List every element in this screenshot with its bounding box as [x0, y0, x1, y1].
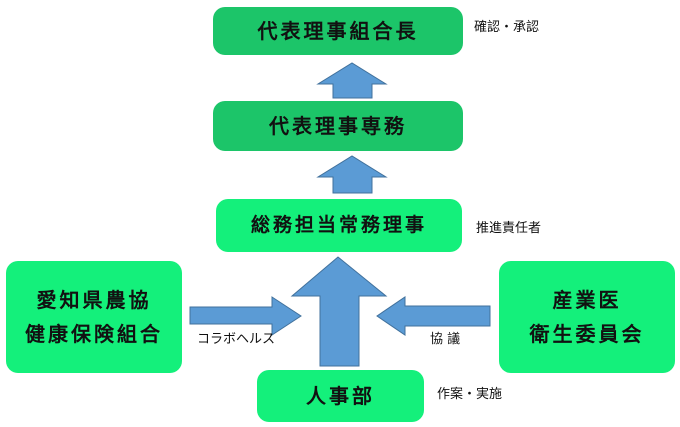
note-left: コラボヘルス	[197, 332, 276, 347]
node-second: 代表理事専務	[213, 101, 463, 151]
node-left: 愛知県農協 健康保険組合	[6, 261, 182, 373]
node-third: 総務担当常務理事	[216, 199, 462, 252]
node-second-label: 代表理事専務	[269, 114, 407, 138]
node-top: 代表理事組合長	[213, 7, 463, 55]
node-third-label: 総務担当常務理事	[250, 214, 427, 236]
node-left-line1: 愛知県農協	[36, 288, 152, 312]
note-third: 推進責任者	[476, 221, 542, 236]
node-right: 産業医 衛生委員会	[499, 261, 675, 373]
node-right-line2: 衛生委員会	[529, 322, 645, 346]
note-top: 確認・承認	[474, 20, 540, 35]
node-top-label: 代表理事組合長	[257, 19, 419, 43]
arrow-up-to-top	[316, 62, 388, 99]
node-right-line1: 産業医	[552, 288, 622, 312]
arrow-up-to-second	[316, 155, 388, 194]
arrow-left-from-right	[376, 296, 491, 336]
note-right: 協 議	[430, 332, 461, 347]
arrow-right-from-left	[189, 296, 302, 336]
arrow-up-to-third	[290, 256, 388, 367]
node-bottom: 人事部	[257, 370, 424, 422]
note-bottom: 作案・実施	[437, 387, 503, 402]
node-bottom-label: 人事部	[306, 384, 375, 408]
node-left-line2: 健康保険組合	[25, 322, 163, 346]
